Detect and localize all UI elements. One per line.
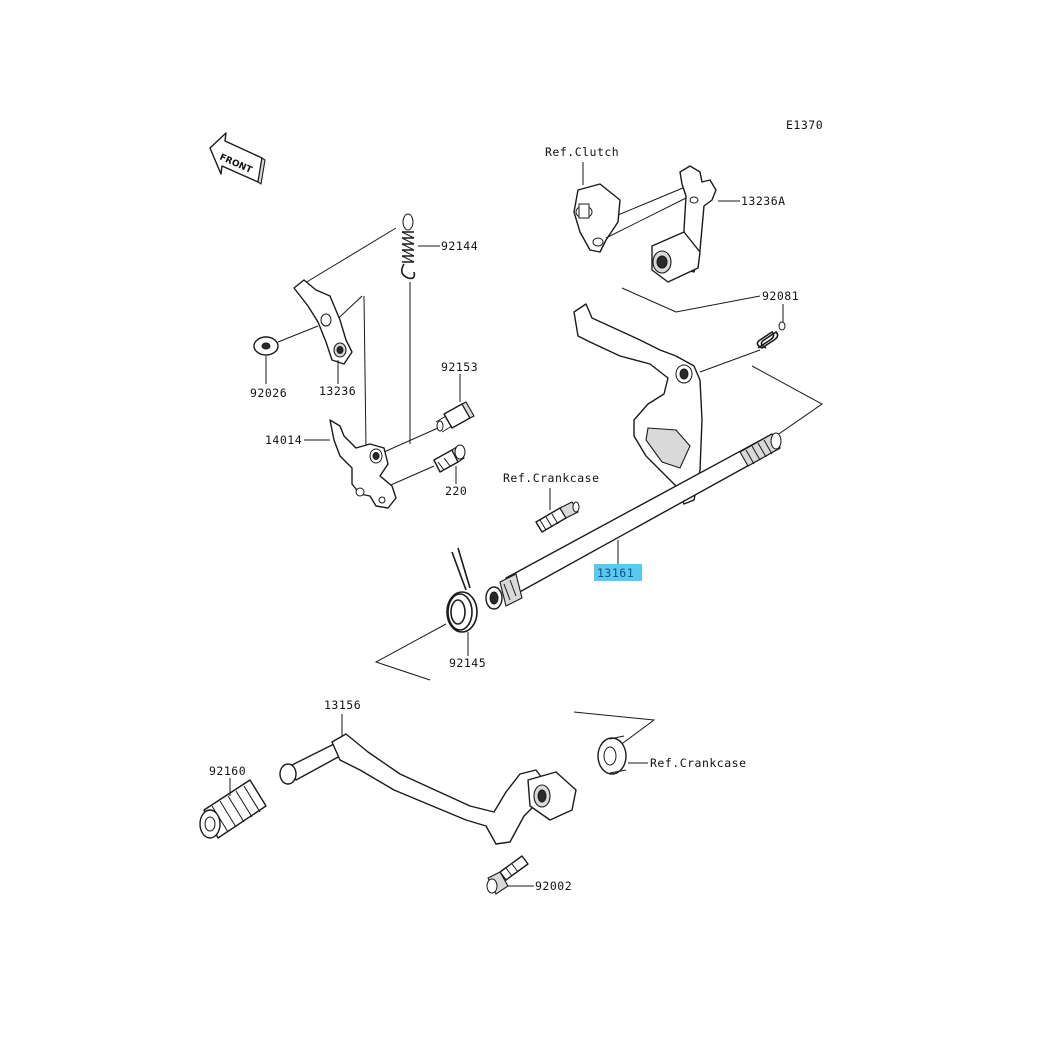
crankcase-pin <box>535 501 580 533</box>
label-92153: 92153 <box>441 360 478 374</box>
label-92081: 92081 <box>762 289 799 303</box>
rubber-92160 <box>199 779 267 839</box>
label-92144: 92144 <box>441 239 478 253</box>
label-92002: 92002 <box>535 879 572 893</box>
label-13236A: 13236A <box>741 194 786 208</box>
label-92160: 92160 <box>209 764 246 778</box>
spring-92081 <box>756 321 786 349</box>
collar-part <box>651 231 701 283</box>
label-220: 220 <box>445 484 467 498</box>
washer-92026 <box>253 336 279 356</box>
label-14014: 14014 <box>265 433 302 447</box>
pedal-boss <box>527 771 577 821</box>
bolt-92002 <box>486 855 529 895</box>
diagram-code: E1370 <box>786 118 823 132</box>
bolt-220 <box>433 444 466 473</box>
label-13161: 13161 <box>597 566 634 580</box>
shift-pedal-13156 <box>279 733 549 845</box>
label-ref-clutch: Ref.Clutch <box>545 145 619 159</box>
shift-arm-13161-assembly <box>573 303 703 505</box>
label-92145: 92145 <box>449 656 486 670</box>
label-13156: 13156 <box>324 698 361 712</box>
bolt-92153 <box>435 401 475 433</box>
clutch-release-part <box>573 183 621 253</box>
label-13236: 13236 <box>319 384 356 398</box>
washer-crankcase <box>597 735 627 775</box>
part-13236-plate <box>293 279 353 365</box>
spring-92144 <box>400 213 416 280</box>
clutch-shaft-line <box>605 197 687 239</box>
shift-shaft <box>485 432 782 610</box>
label-ref-crankcase-1: Ref.Crankcase <box>503 471 600 485</box>
spring-92145 <box>446 547 478 633</box>
highlight-13161 <box>594 564 642 581</box>
front-arrow-icon: FRONT <box>209 132 266 185</box>
label-ref-crankcase-2: Ref.Crankcase <box>650 756 747 770</box>
label-92026: 92026 <box>250 386 287 400</box>
part-14014-lever <box>329 419 397 509</box>
